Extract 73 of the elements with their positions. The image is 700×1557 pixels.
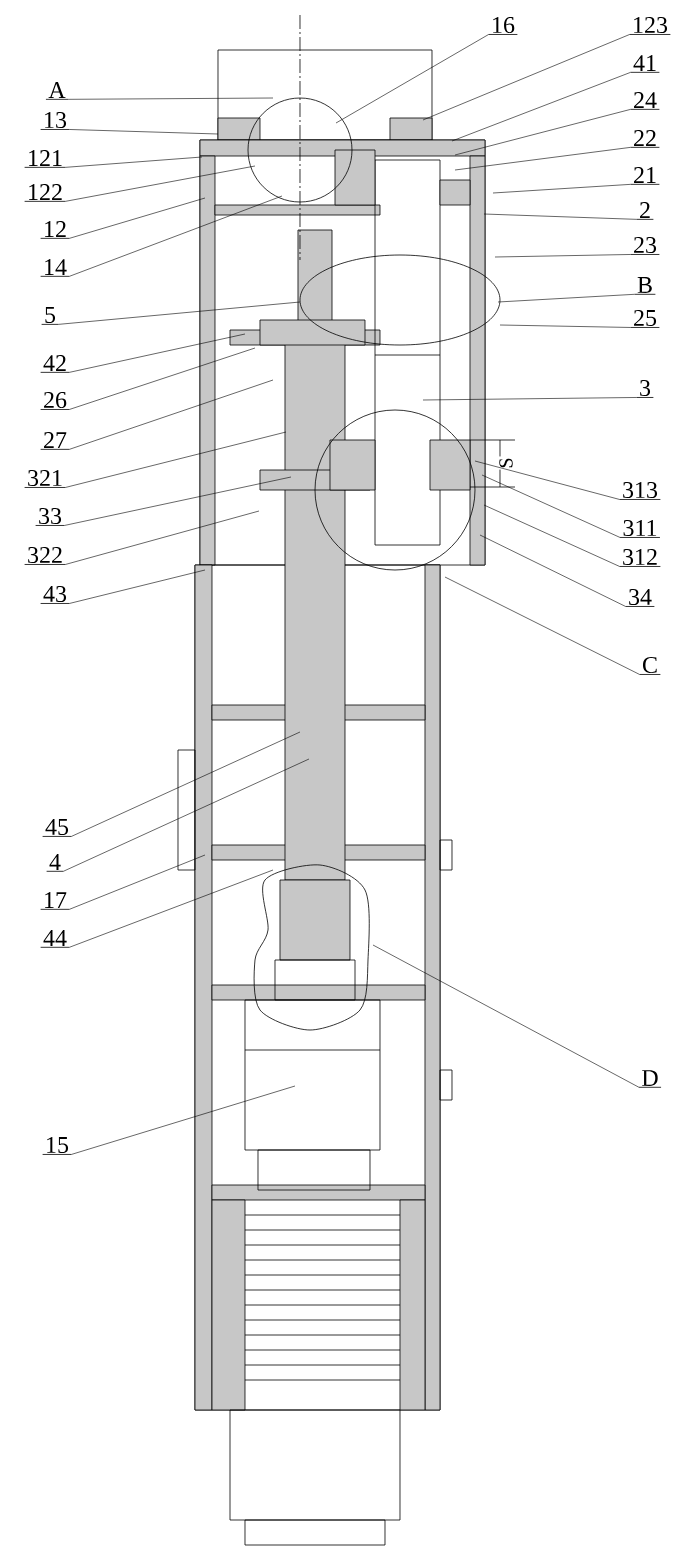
callout-number: 17 (40, 892, 70, 910)
leader-line (372, 944, 640, 1088)
dimension-label: S (498, 456, 514, 470)
leader-line (492, 184, 631, 194)
callout-number: B (634, 277, 656, 295)
callout-number: 16 (488, 16, 518, 35)
callout-number: 21 (630, 167, 660, 185)
leader-line (71, 731, 301, 837)
leader-line (69, 333, 246, 373)
callout-number: 41 (630, 55, 660, 73)
callout-number: 44 (40, 930, 70, 948)
leader-line (65, 510, 260, 565)
leader-line (497, 294, 635, 303)
callout-number: 45 (42, 819, 72, 837)
leader-line (444, 576, 640, 675)
callout-number: 311 (619, 519, 661, 538)
callout-number: 322 (24, 546, 66, 565)
leader-line (63, 758, 310, 872)
leader-line (64, 476, 292, 526)
callout-number: A (45, 82, 69, 100)
leader-line (422, 397, 637, 401)
callout-number: 26 (40, 391, 70, 410)
leader-line (481, 474, 621, 538)
leader-line (69, 854, 206, 910)
callout-number: 25 (630, 309, 660, 328)
callout-number: D (638, 1070, 662, 1088)
callout-number: 312 (619, 548, 661, 567)
leader-line (69, 195, 283, 277)
leader-line (65, 156, 203, 168)
callout-number: 121 (24, 150, 66, 168)
leader-line (483, 504, 620, 567)
leader-line (67, 97, 274, 100)
leader-line (483, 213, 637, 220)
callout-number: 13 (40, 111, 70, 130)
leader-line (454, 147, 631, 171)
leader-line (69, 129, 219, 135)
leader-line (69, 379, 274, 450)
callout-number: 4 (46, 854, 64, 872)
leader-line (58, 301, 301, 325)
callout-number: 24 (630, 92, 660, 110)
callout-number: 23 (630, 236, 660, 255)
callout-number: C (639, 656, 661, 675)
leader-line (494, 254, 631, 258)
callout-number: 27 (40, 432, 70, 450)
callout-number: 122 (24, 184, 66, 202)
callout-number: 3 (636, 379, 654, 398)
callout-number: 14 (40, 259, 70, 277)
callout-number: 22 (630, 130, 660, 148)
callout-number: 43 (40, 585, 70, 604)
callout-number: 123 (629, 16, 671, 35)
callout-number: 313 (619, 481, 661, 500)
callout-number: 33 (35, 507, 65, 526)
leader-line (65, 165, 256, 202)
leader-line (499, 324, 631, 328)
leader-line (422, 34, 630, 121)
callout-number: 15 (42, 1136, 72, 1155)
leader-line (69, 869, 274, 948)
leader-line (71, 1085, 296, 1155)
leader-line (451, 72, 631, 142)
leader-line (454, 109, 631, 156)
callout-number: 12 (40, 221, 70, 239)
callout-number: 5 (41, 307, 59, 325)
callout-number: 34 (625, 588, 655, 607)
leader-line (479, 534, 626, 607)
leader-line (65, 431, 287, 488)
leader-line (69, 197, 206, 239)
leader-line (474, 460, 620, 500)
callout-number: 42 (40, 355, 70, 373)
callout-number: 321 (24, 469, 66, 488)
leader-line (69, 569, 206, 604)
leader-line (69, 347, 256, 410)
leader-line (335, 34, 489, 124)
callout-number: 2 (636, 202, 654, 220)
